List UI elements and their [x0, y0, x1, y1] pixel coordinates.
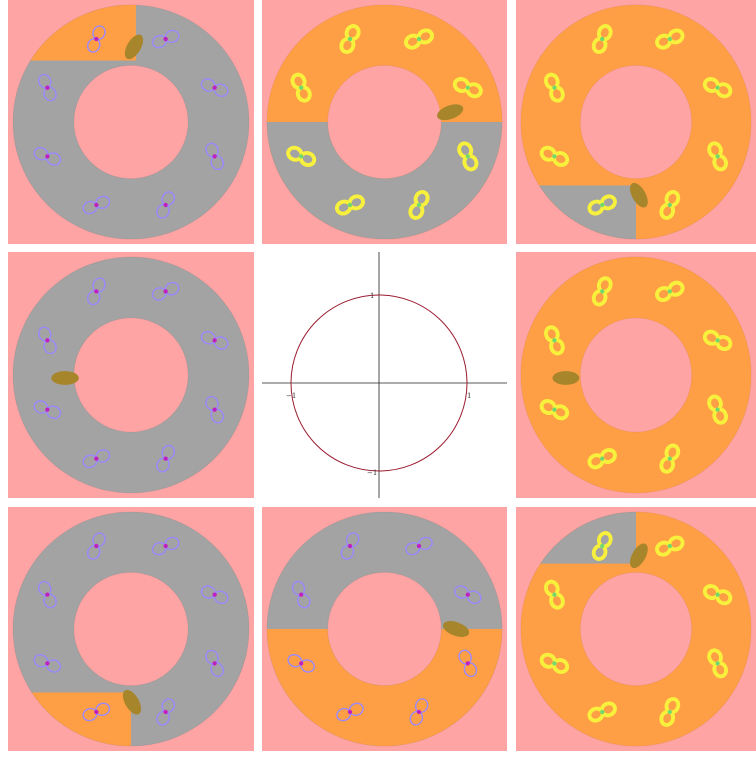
panel-top-center — [262, 0, 507, 244]
panel-bottom-center — [262, 507, 507, 751]
panel-top-left — [8, 0, 254, 244]
tick-label-y-top: 1 — [370, 292, 374, 300]
fixed-point-petal — [552, 371, 579, 385]
panel-bottom-left — [8, 507, 254, 751]
tick-label-x-left: −1 — [286, 392, 296, 400]
fixed-point-petal — [51, 371, 79, 385]
panel-bottom-right — [516, 507, 756, 751]
unit-circle-plot: 1 −1 −1 1 — [262, 252, 507, 498]
panel-top-right — [516, 0, 756, 244]
tick-label-x-right: 1 — [467, 392, 471, 400]
panel-middle-right — [516, 252, 756, 498]
panel-middle-left — [8, 252, 254, 498]
tick-label-y-bottom: −1 — [367, 469, 377, 477]
